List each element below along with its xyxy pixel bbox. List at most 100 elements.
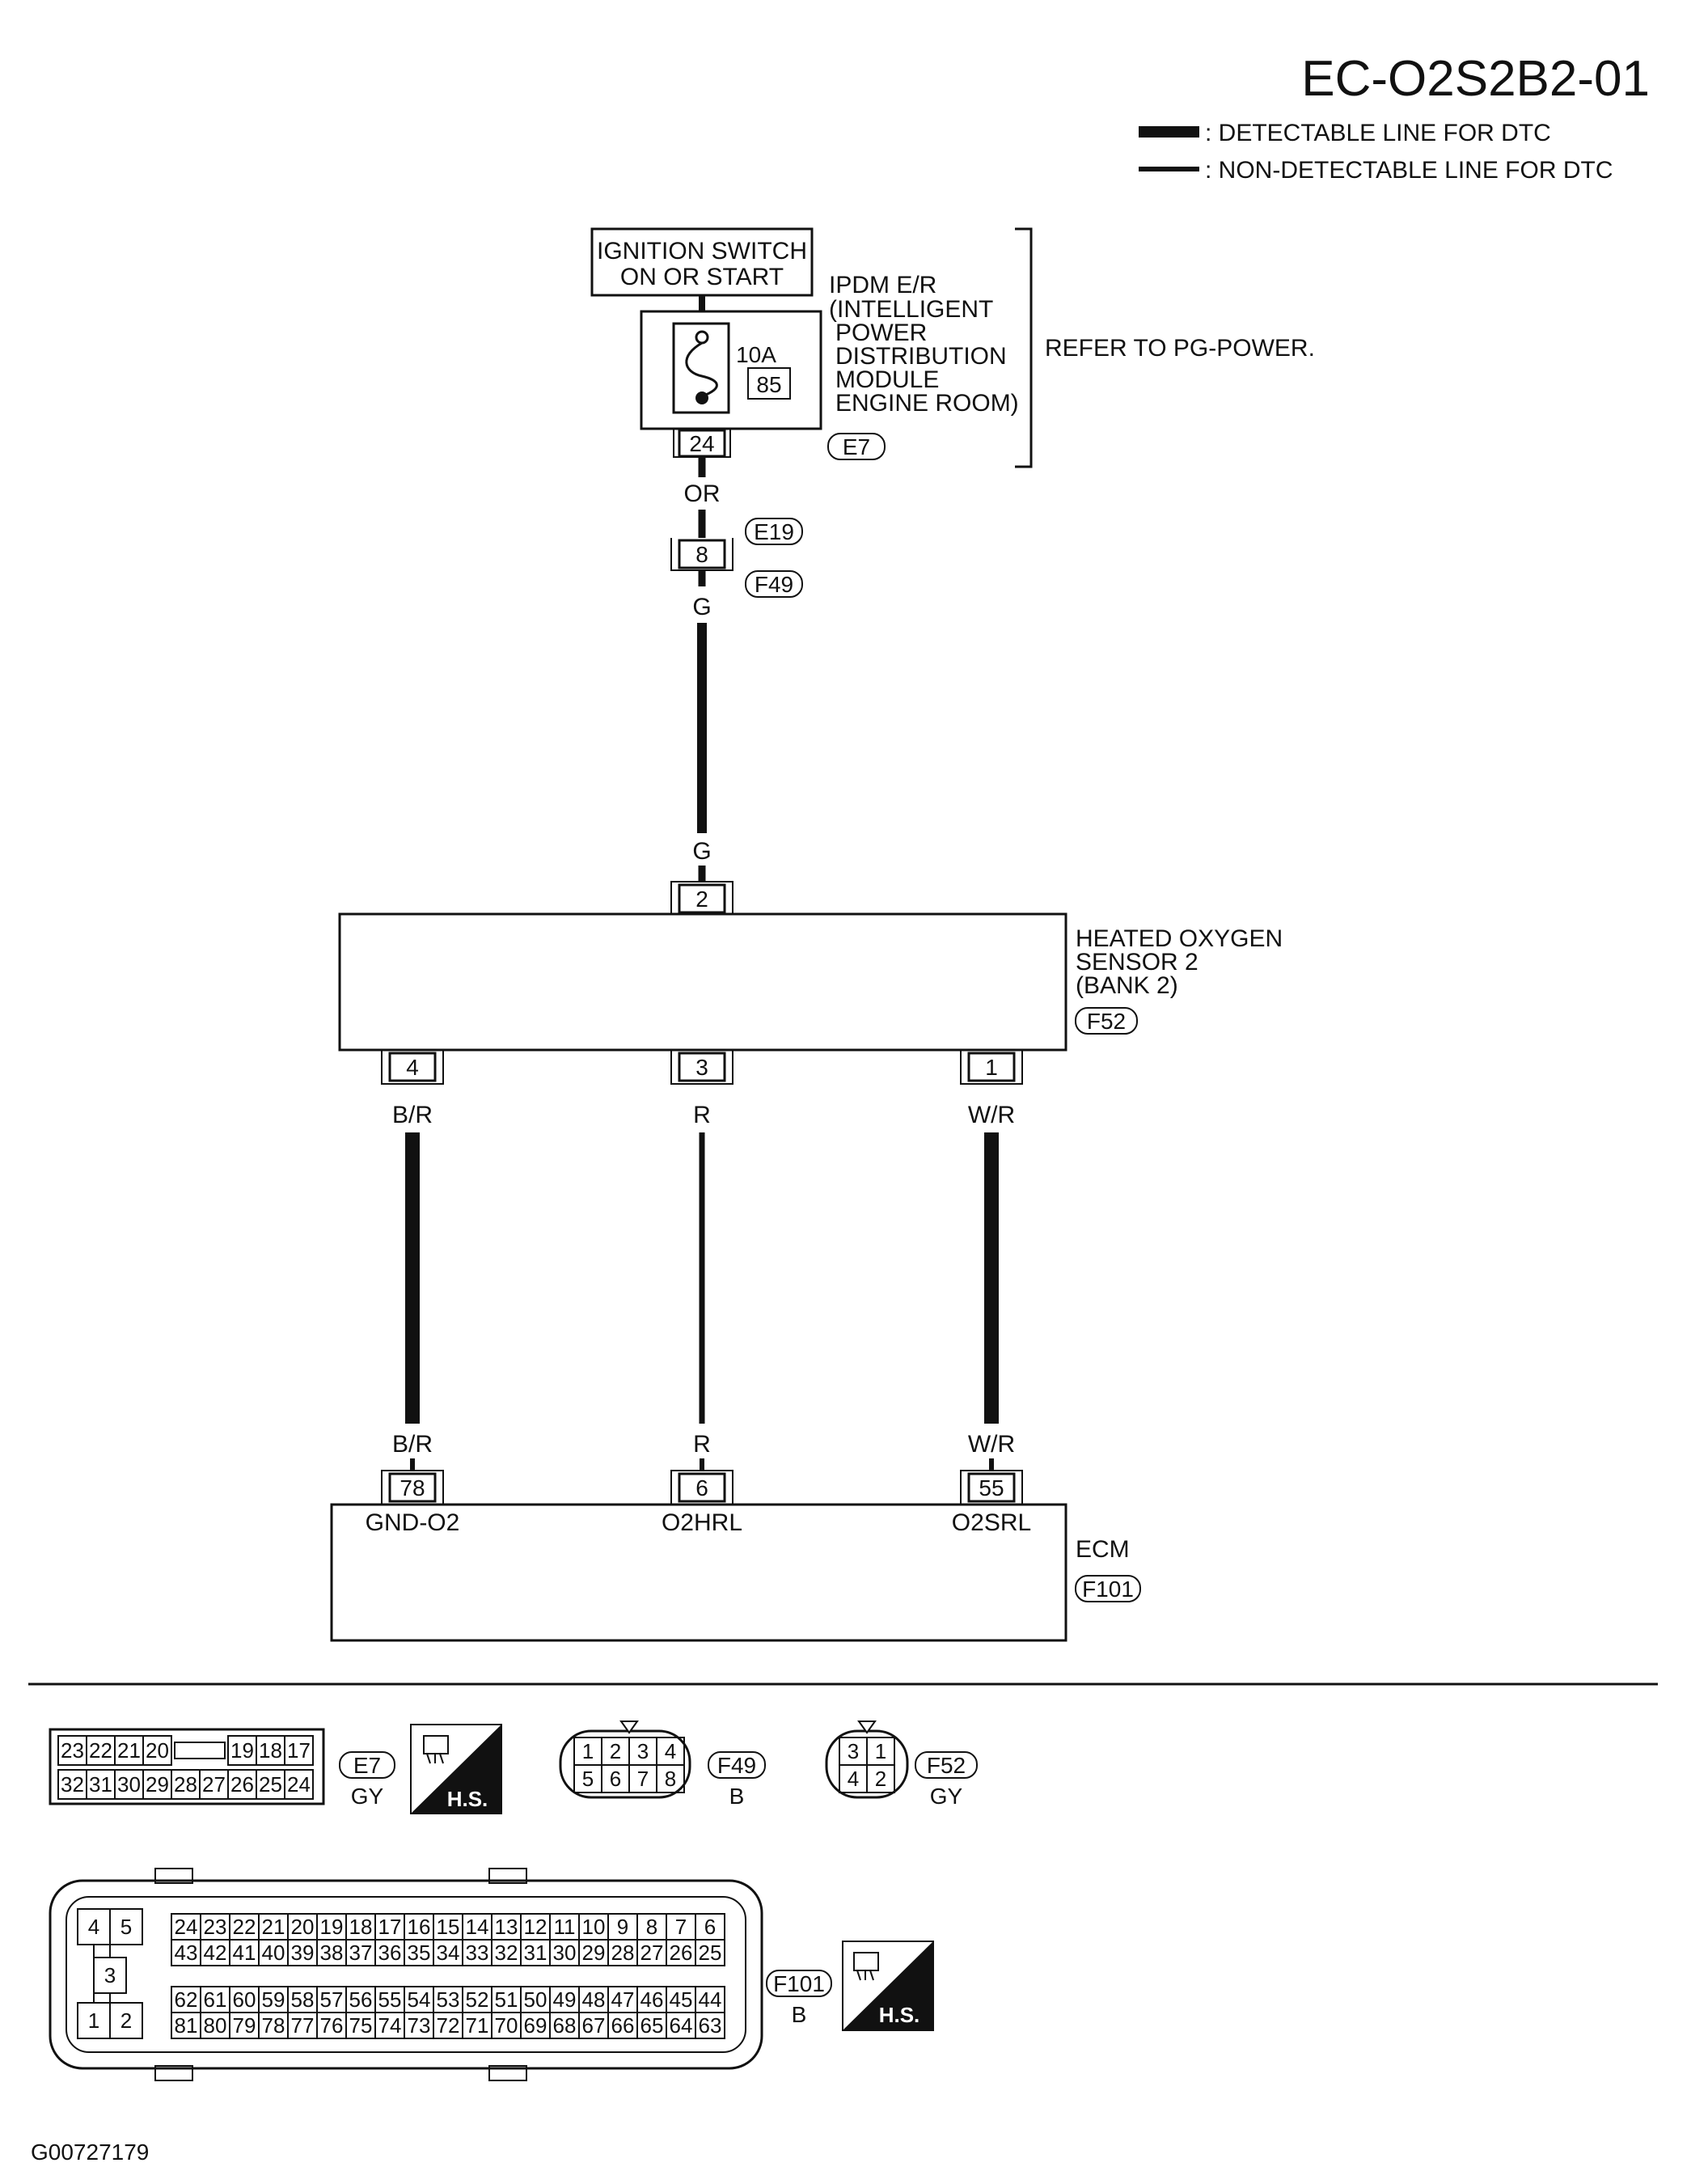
f49-pin-label: 3 xyxy=(637,1739,649,1763)
svg-text:4: 4 xyxy=(406,1055,419,1080)
e7-pin-label: 32 xyxy=(61,1772,84,1797)
sensor-pin-1: 1 xyxy=(960,1050,1023,1085)
f101-pin-label: 81 xyxy=(175,2013,198,2038)
f101-pin-label: 38 xyxy=(320,1941,344,1965)
heated-oxygen-sensor-box xyxy=(338,912,1067,1052)
e7-pin-label: 28 xyxy=(174,1772,197,1797)
svg-text:E7: E7 xyxy=(843,434,870,459)
svg-text:F101: F101 xyxy=(773,1971,825,1996)
svg-text:IGNITION SWITCH: IGNITION SWITCH xyxy=(597,238,807,265)
f101-pin-label: 41 xyxy=(233,1941,256,1965)
f101-pin-label: 13 xyxy=(495,1915,518,1939)
svg-text:F52: F52 xyxy=(1087,1009,1126,1034)
svg-text:78: 78 xyxy=(399,1475,425,1500)
ecm-label: ECM xyxy=(1076,1536,1130,1563)
f101-pin-label: 22 xyxy=(233,1915,256,1939)
f101-pin-label: 55 xyxy=(378,1987,402,2012)
f52-pin-label: 3 xyxy=(848,1739,859,1763)
e7-pin-label: 31 xyxy=(89,1772,112,1797)
legend-detectable-text: : DETECTABLE LINE FOR DTC xyxy=(1205,120,1551,146)
wire-label-wr-top: W/R xyxy=(968,1102,1015,1128)
e7-pin-label: 30 xyxy=(117,1772,141,1797)
connector-tag-e7: E7 xyxy=(827,433,886,460)
f101-pin-label: 44 xyxy=(699,1987,722,2012)
e7-pin-label: 18 xyxy=(259,1738,282,1763)
f101-pin-label: 67 xyxy=(582,2013,606,2038)
ecm-pin-78: 78 xyxy=(381,1470,444,1505)
e7-pin-label: 20 xyxy=(146,1738,169,1763)
f101-power-pin xyxy=(109,1908,143,1945)
ignition-switch-box: IGNITION SWITCH ON OR START xyxy=(590,227,814,297)
svg-text:1: 1 xyxy=(985,1055,998,1080)
svg-text:2: 2 xyxy=(695,887,708,912)
e7-pin-label: 19 xyxy=(230,1738,254,1763)
f101-pin-label: 25 xyxy=(699,1941,722,1965)
f101-pin-label: 12 xyxy=(524,1915,547,1939)
f101-pin-label: 58 xyxy=(291,1987,315,2012)
f101-power-pin-label: 1 xyxy=(88,2008,99,2033)
fuse-amp: 10A xyxy=(736,342,776,367)
f101-pin-label: 21 xyxy=(262,1915,285,1939)
e7-pin-label: 29 xyxy=(146,1772,169,1797)
svg-text:55: 55 xyxy=(979,1475,1004,1500)
f101-pin-label: 26 xyxy=(670,1941,693,1965)
svg-text:F101: F101 xyxy=(1082,1577,1134,1602)
f101-pin-label: 51 xyxy=(495,1987,518,2012)
ecm-terminal-gnd-o2: GND-O2 xyxy=(366,1509,460,1536)
f49-pin-label: 4 xyxy=(665,1739,676,1763)
f52-pin-label: 1 xyxy=(875,1739,886,1763)
f101-pin-label: 72 xyxy=(437,2013,460,2038)
sensor-pin-3: 3 xyxy=(670,1050,733,1085)
sensor-pin-2: 2 xyxy=(670,881,733,914)
connector-tag-f49-face: F49 B xyxy=(708,1751,766,1809)
f101-pin-label: 32 xyxy=(495,1941,518,1965)
legend-nondetectable-line xyxy=(1139,167,1199,171)
f101-pin-label: 77 xyxy=(291,2013,315,2038)
e7-pin xyxy=(142,1735,172,1766)
f101-pin-label: 15 xyxy=(437,1915,460,1939)
f101-pin-label: 20 xyxy=(291,1915,315,1939)
ipdm-label: IPDM E/R (INTELLIGENT POWER DISTRIBUTION… xyxy=(829,272,1019,417)
f101-pin-label: 50 xyxy=(524,1987,547,2012)
f101-pin-label: 53 xyxy=(437,1987,460,2012)
ecm-terminal-o2hrl: O2HRL xyxy=(662,1509,742,1536)
f101-pin xyxy=(695,1939,725,1966)
svg-text:(BANK 2): (BANK 2) xyxy=(1076,972,1178,999)
f49-pin xyxy=(656,1764,685,1793)
ecm-terminal-o2srl: O2SRL xyxy=(952,1509,1031,1536)
e7-blank-slot xyxy=(174,1742,226,1759)
e7-pin xyxy=(284,1735,314,1766)
wire-label-r-bottom: R xyxy=(693,1431,711,1458)
e7-pin xyxy=(284,1769,314,1800)
connector-tag-e19: E19 xyxy=(745,518,803,545)
f101-pin-label: 61 xyxy=(204,1987,227,2012)
e7-pin-label: 21 xyxy=(117,1738,141,1763)
wire-label-g-top: G xyxy=(692,594,711,620)
f49-pin-label: 5 xyxy=(582,1767,594,1791)
f101-pin-label: 8 xyxy=(646,1915,657,1939)
svg-text:IPDM E/R: IPDM E/R xyxy=(829,272,936,298)
f101-pin-label: 70 xyxy=(495,2013,518,2038)
ecm-pin-55: 55 xyxy=(960,1470,1023,1505)
f101-pin-label: 69 xyxy=(524,2013,547,2038)
f101-pin-label: 76 xyxy=(320,2013,344,2038)
ecm-box xyxy=(330,1503,1067,1642)
f101-pin-label: 62 xyxy=(175,1987,198,2012)
svg-text:E7: E7 xyxy=(353,1753,381,1778)
f101-pin-label: 11 xyxy=(554,1915,576,1939)
e7-pin-label: 26 xyxy=(230,1772,254,1797)
e7-pin-label: 22 xyxy=(89,1738,112,1763)
sensor-label: HEATED OXYGEN SENSOR 2 (BANK 2) xyxy=(1076,925,1283,999)
f101-pin-label: 74 xyxy=(378,2013,402,2038)
f101-pin-label: 60 xyxy=(233,1987,256,2012)
wire-label-or: OR xyxy=(684,480,721,507)
e7-pin-label: 17 xyxy=(287,1738,311,1763)
f101-pin-label: 40 xyxy=(262,1941,285,1965)
svg-text:F52: F52 xyxy=(927,1753,966,1778)
f101-power-pin-label: 2 xyxy=(120,2008,132,2033)
f101-pin-label: 6 xyxy=(704,1915,716,1939)
wire-label-r-top: R xyxy=(693,1102,711,1128)
